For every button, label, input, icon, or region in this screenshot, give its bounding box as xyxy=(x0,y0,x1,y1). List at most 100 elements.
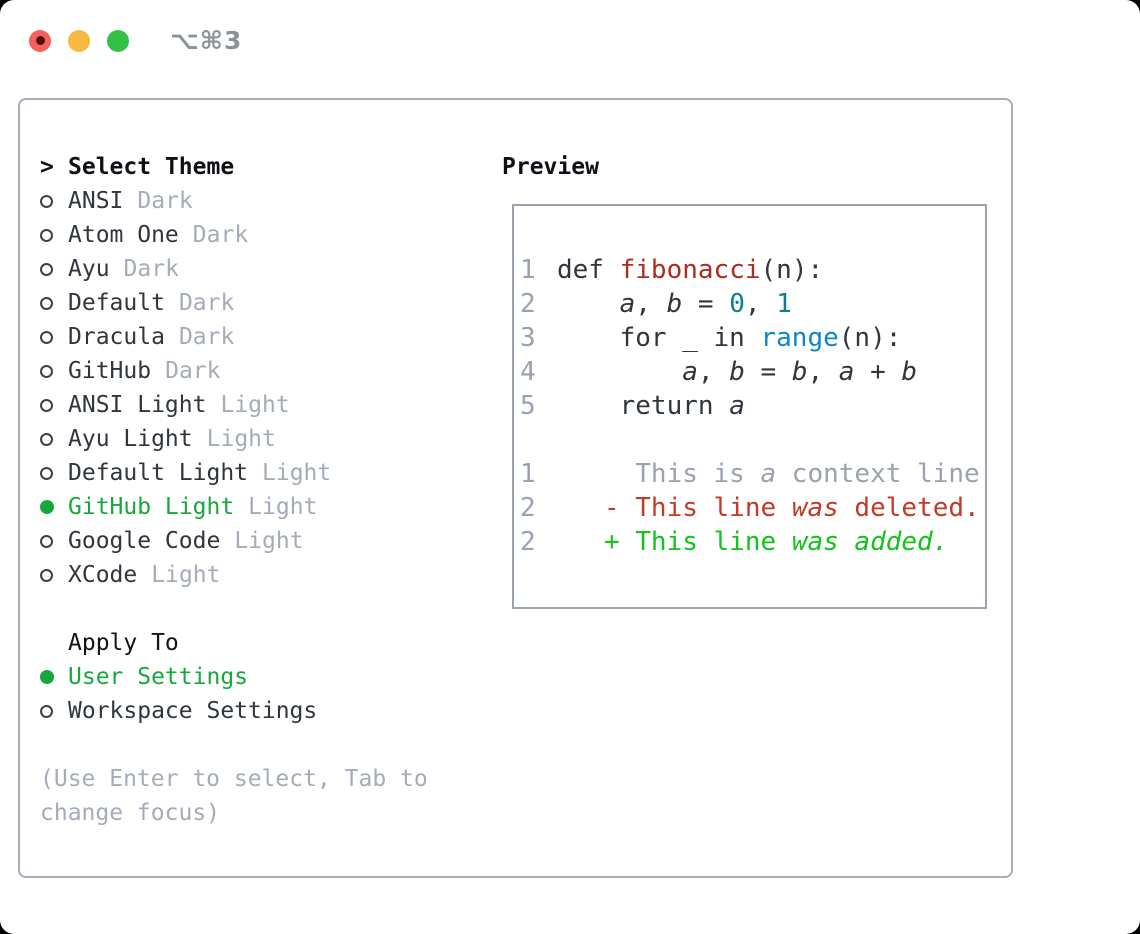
option-variant-tag: Light xyxy=(151,562,221,588)
theme-option[interactable]: Dracula Dark xyxy=(40,320,428,354)
code-line: 1 This is a context line. xyxy=(520,457,985,491)
radio-icon xyxy=(40,466,68,480)
option-label: ANSI Light xyxy=(68,392,207,418)
code-text: + This line was added. xyxy=(557,527,949,557)
apply-to-option[interactable]: Workspace Settings xyxy=(40,694,428,728)
radio-icon xyxy=(40,568,68,582)
option-label: User Settings xyxy=(68,664,249,690)
option-variant-tag: Light xyxy=(206,426,276,452)
radio-icon xyxy=(40,534,68,548)
line-number: 1 xyxy=(520,459,536,489)
apply-to-header: Apply To xyxy=(40,626,428,660)
option-variant-tag: Dark xyxy=(192,222,249,248)
option-variant-tag: Dark xyxy=(178,290,235,316)
theme-option[interactable]: Google Code Light xyxy=(40,524,428,558)
line-number: 2 xyxy=(520,493,536,523)
code-line: 3 for _ in range(n): xyxy=(520,321,985,355)
theme-option[interactable]: ANSI Light Light xyxy=(40,388,428,422)
theme-option[interactable]: XCode Light xyxy=(40,558,428,592)
line-number: 1 xyxy=(520,255,536,285)
radio-icon xyxy=(40,262,68,276)
option-variant-tag: Light xyxy=(248,494,318,520)
code-line: 2 + This line was added. xyxy=(520,525,985,559)
prompt-caret-icon: > xyxy=(40,154,54,180)
window-shortcut-label: ⌥⌘3 xyxy=(170,26,243,55)
keyboard-hint-text: (Use Enter to select, Tab to change focus… xyxy=(40,762,428,830)
option-label: Ayu Light xyxy=(68,426,193,452)
line-number: 5 xyxy=(520,391,536,421)
radio-icon xyxy=(40,194,68,208)
option-variant-tag: Dark xyxy=(178,324,235,350)
radio-icon xyxy=(40,228,68,242)
option-label: Ayu xyxy=(68,256,110,282)
code-text: for _ in range(n): xyxy=(557,323,902,353)
spacer xyxy=(40,592,428,626)
radio-icon xyxy=(40,398,68,412)
option-variant-tag: Dark xyxy=(137,188,193,214)
code-text: This is a context line. xyxy=(557,459,987,489)
option-variant-tag: Light xyxy=(234,528,304,554)
radio-icon xyxy=(40,432,68,446)
option-label: Atom One xyxy=(68,222,179,248)
code-text: return a xyxy=(557,391,745,421)
theme-option[interactable]: Ayu Dark xyxy=(40,252,428,286)
theme-option[interactable]: Default Dark xyxy=(40,286,428,320)
radio-icon xyxy=(40,704,68,718)
spacer xyxy=(40,728,428,762)
option-label: GitHub xyxy=(68,358,152,384)
hint-line: (Use Enter to select, Tab to xyxy=(40,766,428,792)
option-label: Dracula xyxy=(68,324,165,350)
option-label: XCode xyxy=(68,562,138,588)
theme-option[interactable]: Atom One Dark xyxy=(40,218,428,252)
option-label: Workspace Settings xyxy=(68,698,318,724)
radio-icon xyxy=(40,296,68,310)
close-traffic-light-icon[interactable] xyxy=(29,29,51,52)
recording-dot-icon xyxy=(35,36,45,45)
code-line: 4 a, b = b, a + b xyxy=(520,355,985,389)
theme-option[interactable]: GitHub Dark xyxy=(40,354,428,388)
theme-list-header: > Select Theme xyxy=(40,150,428,184)
code-line: 2 - This line was deleted. xyxy=(520,491,985,525)
minimize-traffic-light-icon[interactable] xyxy=(68,29,90,52)
option-label: Default xyxy=(68,290,165,316)
radio-icon xyxy=(40,330,68,344)
zoom-traffic-light-icon[interactable] xyxy=(107,29,129,52)
code-line xyxy=(520,423,985,457)
option-label: GitHub Light xyxy=(68,494,235,520)
option-variant-tag: Dark xyxy=(165,358,221,384)
line-number xyxy=(520,423,557,457)
line-number: 2 xyxy=(520,527,536,557)
option-label: Google Code xyxy=(68,528,221,554)
code-line: 1 def fibonacci(n): xyxy=(520,253,985,287)
apply-to-option[interactable]: User Settings xyxy=(40,660,428,694)
line-number: 3 xyxy=(520,323,536,353)
option-variant-tag: Dark xyxy=(123,256,179,282)
apply-to-title: Apply To xyxy=(68,630,179,656)
radio-icon xyxy=(40,364,68,378)
titlebar: ⌥⌘3 xyxy=(29,26,242,55)
theme-list-title: Select Theme xyxy=(68,154,235,180)
code-line: 2 a, b = 0, 1 xyxy=(520,287,985,321)
radio-selected-icon xyxy=(40,500,68,514)
theme-option[interactable]: GitHub Light Light xyxy=(40,490,428,524)
code-text: - This line was deleted. xyxy=(557,493,980,523)
preview-title: Preview xyxy=(502,154,599,180)
option-label: Default Light xyxy=(68,460,249,486)
radio-selected-icon xyxy=(40,670,68,684)
code-text: a, b = 0, 1 xyxy=(619,289,792,319)
hint-line: change focus) xyxy=(40,800,221,826)
code-line: 5 return a xyxy=(520,389,985,423)
code-text: a, b = b, a + b xyxy=(682,357,918,387)
option-variant-tag: Light xyxy=(220,392,290,418)
theme-option[interactable]: Ayu Light Light xyxy=(40,422,428,456)
line-number: 4 xyxy=(520,357,536,387)
code-text: def fibonacci(n): xyxy=(557,255,824,285)
